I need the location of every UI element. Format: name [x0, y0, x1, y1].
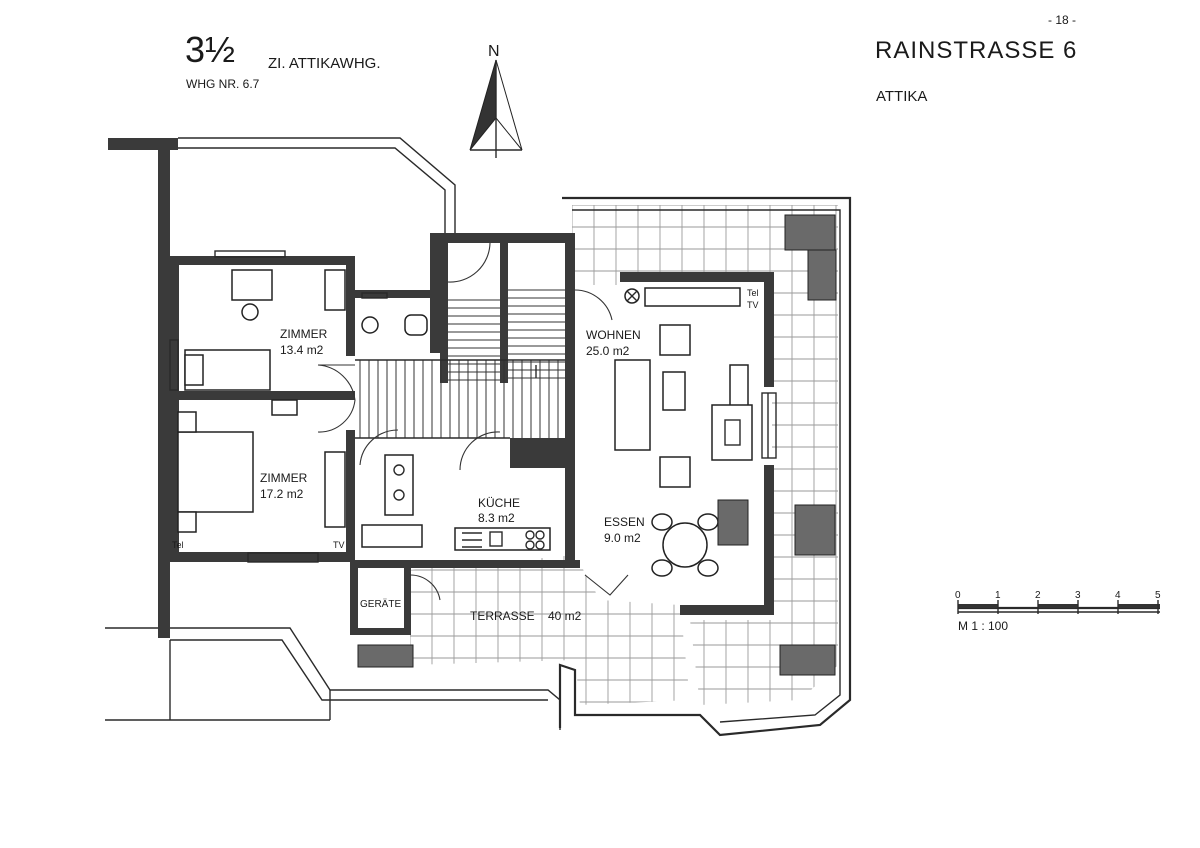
terrace-outline — [105, 137, 852, 737]
room-labels: ZIMMER 13.4 m2 ZIMMER 17.2 m2 WOHNEN 25.… — [172, 288, 759, 623]
storage-label: GERÄTE — [360, 598, 401, 610]
room-area: 13.4 m2 — [280, 343, 324, 357]
scale-tick-label: 5 — [1155, 590, 1161, 601]
room-area: 17.2 m2 — [260, 487, 304, 501]
room-name: KÜCHE — [478, 496, 520, 510]
tel-label: Tel — [172, 540, 184, 550]
kitchen-counter — [454, 527, 551, 551]
room-label-terrace: TERRASSE — [470, 609, 535, 623]
unit-type: ZI. ATTIKAWHG. — [268, 55, 381, 72]
tel-label: Tel — [747, 288, 759, 298]
staircase — [355, 289, 565, 439]
room-area: 9.0 m2 — [604, 531, 641, 545]
tv-label: TV — [747, 300, 759, 310]
bedroom-2-furniture — [177, 399, 346, 533]
scale-bar: 0 1 2 3 4 5 M 1 : 100 — [955, 590, 1161, 633]
room-area: 25.0 m2 — [586, 344, 630, 358]
bedroom-1-furniture — [184, 269, 346, 391]
floor-label: ATTIKA — [876, 88, 927, 105]
bathroom-fixtures — [361, 314, 428, 548]
room-name: WOHNEN — [586, 328, 641, 342]
page-number: - 18 - — [1048, 13, 1076, 27]
plants — [357, 214, 837, 676]
north-arrow-icon: N — [469, 43, 523, 158]
room-area: 8.3 m2 — [478, 511, 515, 525]
scale-tick-label: 4 — [1115, 590, 1121, 601]
scale-label: M 1 : 100 — [958, 619, 1008, 633]
scale-tick-label: 3 — [1075, 590, 1081, 601]
tv-label: TV — [333, 540, 345, 550]
room-name: ZIMMER — [280, 327, 328, 341]
room-name: ESSEN — [604, 515, 645, 529]
doors — [317, 242, 629, 601]
scale-tick-label: 2 — [1035, 590, 1041, 601]
scale-tick-label: 1 — [995, 590, 1001, 601]
unit-number: WHG NR. 6.7 — [186, 77, 260, 91]
address-title: RAINSTRASSE 6 — [875, 37, 1077, 64]
north-label: N — [488, 43, 500, 60]
dining-table — [651, 513, 719, 577]
living-furniture — [614, 287, 753, 488]
room-area: 40 m2 — [548, 609, 582, 623]
windows — [169, 250, 777, 563]
unit-rooms-count: 3½ — [185, 29, 235, 70]
scale-tick-label: 0 — [955, 590, 961, 601]
walls — [108, 138, 774, 638]
room-name: ZIMMER — [260, 471, 308, 485]
